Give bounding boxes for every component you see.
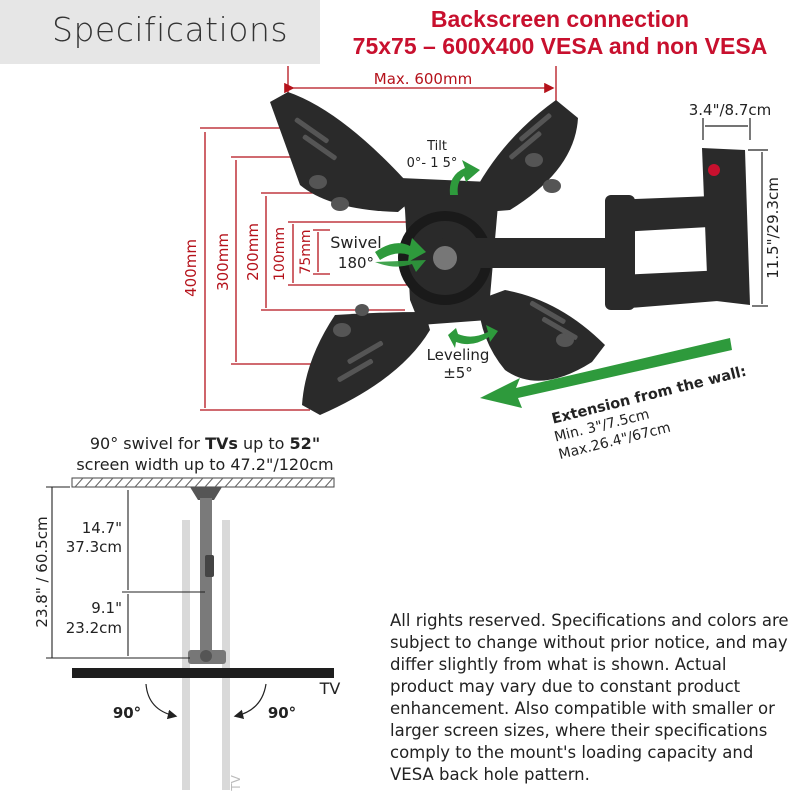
caption-mid: up to (237, 434, 290, 453)
caption-bold-tvs: TVs (205, 434, 238, 453)
tilt-arrow-icon (449, 160, 480, 195)
tv-panel (72, 668, 334, 678)
tv-label: TV (319, 679, 341, 698)
title-banner: Specifications (0, 0, 320, 64)
extension-arrow-icon (480, 338, 732, 408)
page-title: Specifications (52, 10, 289, 49)
plate-height-label: 11.5"/29.3cm (764, 177, 782, 279)
side-lower-in: 9.1" (91, 599, 122, 617)
angle-left-arrow-icon (145, 683, 178, 720)
plate-width-label: 3.4"/8.7cm (689, 101, 772, 119)
backscreen-connection-heading: Backscreen connection 75x75 – 600X400 VE… (345, 6, 775, 60)
backscreen-line2: 75x75 – 600X400 VESA and non VESA (352, 33, 768, 59)
dim-75-label: 75mm (298, 229, 314, 274)
swivel-caption-line1: 90° swivel for TVs up to 52" (40, 433, 370, 454)
leveling-value: ±5° (443, 364, 473, 382)
side-lower-cm: 23.2cm (66, 619, 122, 637)
plate-holes (294, 113, 578, 382)
backscreen-line1: Backscreen connection (430, 6, 690, 32)
swivel-arrow-icon (375, 238, 426, 272)
disclaimer-text: All rights reserved. Specifications and … (390, 611, 789, 784)
tilt-range: 0°- 1 5° (407, 156, 458, 171)
leveling-arrow-icon (448, 325, 498, 348)
side-total-height: 23.8" / 60.5cm (33, 516, 51, 627)
swivel-value: 180° (338, 254, 374, 272)
ceiling-mount-pole (188, 487, 226, 664)
caption-bold-size: 52" (289, 434, 321, 453)
swivel-label: Swivel (330, 233, 381, 252)
tilt-label: Tilt (426, 139, 447, 154)
brand-logo-dot (708, 164, 720, 176)
dim-200-label: 200mm (244, 223, 262, 281)
dim-100-label: 100mm (272, 227, 288, 281)
dim-400-label: 400mm (182, 239, 200, 297)
side-upper-in: 14.7" (82, 519, 122, 537)
side-dimension-lines (46, 486, 205, 659)
swivel-caption: 90° swivel for TVs up to 52" screen widt… (40, 433, 370, 475)
angle-left-label: 90° (113, 704, 141, 722)
tv-vertical-label: TV (229, 774, 243, 791)
dim-300-label: 300mm (214, 233, 232, 291)
side-upper-cm: 37.3cm (66, 538, 122, 556)
max-width-label: Max. 600mm (374, 70, 472, 88)
ceiling-hatch (71, 477, 335, 488)
angle-right-label: 90° (268, 704, 296, 722)
caption-prefix: 90° swivel for (89, 434, 206, 453)
angle-right-arrow-icon (233, 683, 267, 720)
leveling-label: Leveling (427, 346, 490, 364)
wall-plate-dimensions (702, 118, 768, 307)
swivel-caption-line2: screen width up to 47.2"/120cm (76, 455, 334, 474)
